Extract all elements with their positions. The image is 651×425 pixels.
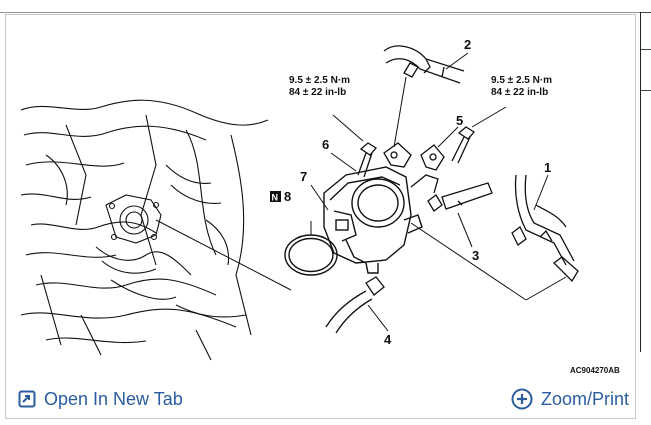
hose-part-bottom [325, 276, 385, 334]
torque-spec-left-imperial: 84 ± 22 in-lb [289, 87, 346, 98]
callout-2: 2 [464, 37, 471, 52]
table-line [641, 90, 651, 91]
callout-leader [457, 212, 473, 248]
zoom-print-label: Zoom/Print [540, 388, 629, 409]
hose-part-top [383, 45, 465, 84]
callout-4: 4 [384, 332, 392, 347]
part-leader [393, 76, 407, 148]
callout-leader [445, 52, 469, 70]
zoom-print-button[interactable]: Zoom/Print [511, 388, 629, 410]
throttle-body-part [323, 166, 423, 274]
open-in-new-tab-button[interactable]: Open In New Tab [18, 389, 183, 410]
adjacent-table-edge [640, 12, 651, 352]
callout-6: 6 [322, 137, 329, 152]
open-in-new-tab-label: Open In New Tab [44, 388, 183, 409]
callout-3: 3 [472, 248, 479, 263]
callout-leader [533, 174, 549, 211]
callout-1: 1 [544, 160, 551, 175]
callout-7: 7 [300, 169, 307, 184]
bolt-part [357, 142, 377, 178]
callout-leader [367, 304, 389, 332]
bracket-part [383, 142, 445, 194]
throttle-body-exploded-diagram: N 8 7 6 5 [20, 37, 620, 375]
figure-code: AC904270AB [570, 366, 620, 375]
bolt-part-right [451, 126, 475, 164]
callout-leader [437, 126, 459, 148]
callout-leader [330, 152, 357, 172]
figure-footer: Open In New Tab Zoom/Print [6, 380, 635, 418]
table-line [641, 49, 651, 50]
torque-leader-left [332, 114, 364, 142]
n-badge-label: N [272, 193, 279, 203]
connection-line [525, 276, 567, 301]
connection-line [410, 222, 527, 301]
table-line [641, 12, 651, 13]
location-leader [155, 219, 292, 291]
harness-part [511, 174, 579, 283]
torque-leader-right [471, 106, 507, 128]
callout-5: 5 [456, 113, 463, 128]
engine-bay-illustration [20, 99, 269, 361]
top-rule [0, 12, 640, 13]
callout-8: 8 [284, 189, 291, 204]
torque-spec-left-metric: 9.5 ± 2.5 N·m [289, 75, 350, 86]
n-badge [270, 191, 281, 202]
torque-spec-right-metric: 9.5 ± 2.5 N·m [491, 75, 552, 86]
open-in-new-tab-icon [18, 390, 36, 408]
zoom-plus-icon [511, 388, 533, 410]
torque-spec-right-imperial: 84 ± 22 in-lb [491, 87, 548, 98]
hose-part-right [427, 182, 493, 212]
callout-leader [310, 184, 329, 211]
